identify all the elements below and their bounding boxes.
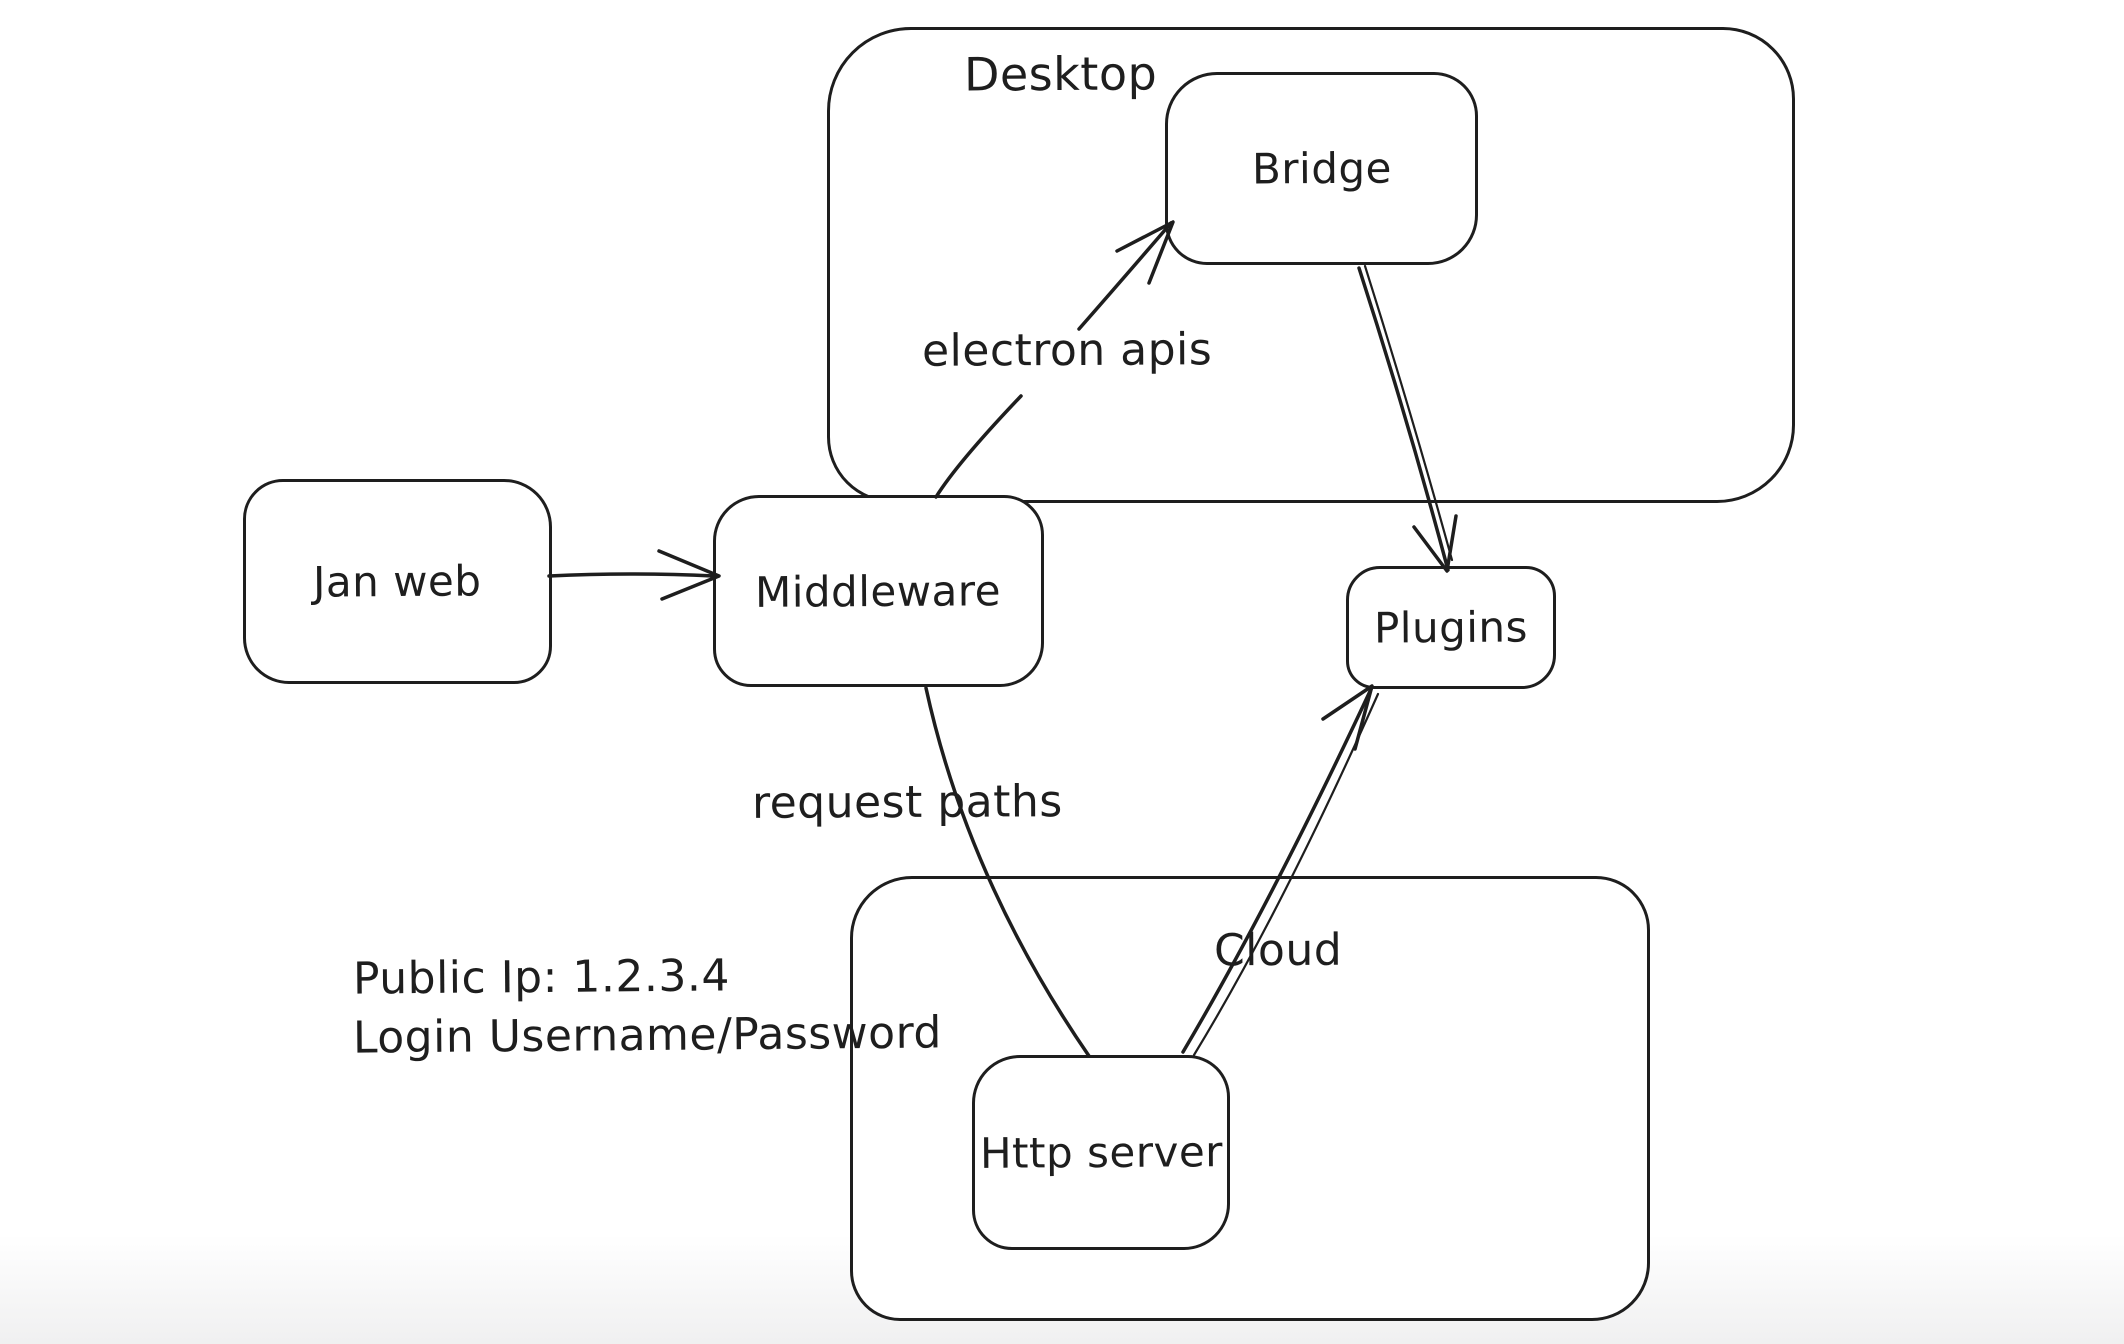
edge-middleware-to-http-server[interactable] [924,686,1091,1058]
annotation-public-ip[interactable]: Public Ip: 1.2.3.4 [352,950,731,1005]
annotation-login[interactable]: Login Username/Password [352,1007,943,1064]
node-jan-web[interactable]: Jan web [243,479,552,684]
container-cloud-label: Cloud [1213,924,1343,977]
node-bridge[interactable]: Bridge [1165,72,1478,265]
edge-label-request-paths[interactable]: request paths [751,776,1063,829]
edge-jan-web-to-middleware[interactable] [547,549,721,601]
node-jan-web-label: Jan web [313,556,482,607]
node-middleware[interactable]: Middleware [713,495,1044,687]
node-plugins-label: Plugins [1373,602,1529,653]
node-middleware-label: Middleware [755,565,1002,617]
edge-strokes [547,220,1458,1058]
edge-http-server-to-plugins[interactable] [1181,684,1380,1057]
node-http-server-label: Http server [979,1127,1223,1178]
edge-middleware-to-bridge[interactable] [934,220,1175,499]
container-desktop-label: Desktop [963,46,1158,102]
node-plugins[interactable]: Plugins [1346,566,1556,689]
node-http-server[interactable]: Http server [972,1055,1230,1250]
edge-label-electron-apis[interactable]: electron apis [921,324,1213,377]
node-bridge-label: Bridge [1251,143,1392,194]
edge-bridge-to-plugins[interactable] [1357,264,1458,573]
